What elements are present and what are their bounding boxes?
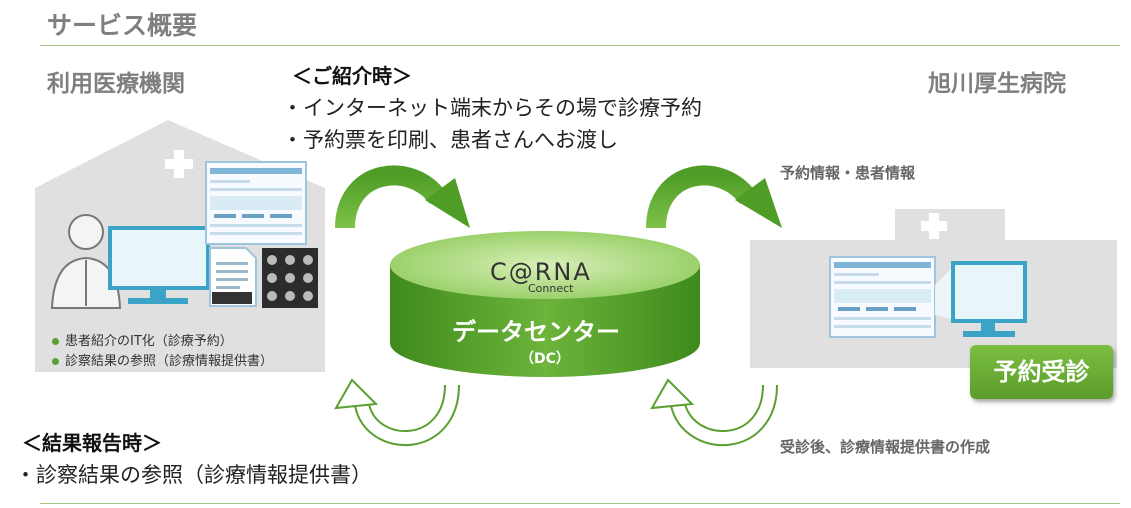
- carna-logo: C@RNA: [490, 258, 592, 286]
- bottom-divider: [40, 503, 1120, 504]
- page-title: サービス概要: [47, 11, 198, 40]
- referral-item-1: ・インターネット端末からその場で診療予約: [282, 96, 702, 120]
- reservation-badge: 予約受診: [970, 345, 1113, 399]
- screen-beam: [935, 265, 955, 320]
- clinic-screen-thumbnail: [205, 161, 307, 245]
- arrow-hospital-to-dc-icon: [650, 378, 778, 446]
- arrow-clinic-to-dc-icon: [335, 165, 470, 229]
- bullet-dot-icon: [52, 358, 59, 365]
- top-divider: [40, 45, 1120, 46]
- result-item-1: ・診察結果の参照（診療情報提供書）: [15, 463, 372, 487]
- hospital-cross-h: [921, 221, 947, 231]
- hospital-monitor-icon: [951, 261, 1027, 337]
- clinic-monitor-icon: [108, 226, 210, 304]
- referral-item-2: ・予約票を印刷、患者さんへお渡し: [282, 128, 618, 152]
- xray-images-icon: [262, 248, 318, 308]
- datacenter-cylinder: [390, 231, 700, 377]
- clinic-cross-h: [165, 159, 193, 169]
- referral-heading: ＜ご紹介時＞: [292, 64, 412, 88]
- hospital-screen-thumbnail: [829, 256, 936, 338]
- clinic-title: 利用医療機関: [47, 71, 185, 97]
- clinic-legend-item-1: 患者紹介のIT化（診療予約）: [52, 330, 233, 349]
- datacenter-sublabel: （DC）: [520, 351, 570, 367]
- clinic-illustration: [35, 120, 325, 372]
- clinic-legend-item-2: 診察結果の参照（診療情報提供書）: [52, 350, 273, 369]
- document-icon: [209, 247, 257, 307]
- datacenter-label: データセンター: [452, 318, 620, 346]
- doctor-icon: [50, 214, 122, 309]
- hospital-title: 旭川厚生病院: [928, 71, 1066, 97]
- carna-logo-sub: Connect: [528, 282, 574, 295]
- result-heading: ＜結果報告時＞: [22, 431, 162, 455]
- hospital-tower: [895, 209, 1005, 243]
- bullet-dot-icon: [52, 338, 59, 345]
- hospital-note-top: 予約情報・患者情報: [780, 164, 916, 182]
- arrow-dc-to-clinic-icon: [334, 378, 460, 446]
- arrow-dc-to-hospital-icon: [646, 165, 782, 229]
- hospital-note-bottom: 受診後、診療情報提供書の作成: [780, 438, 991, 456]
